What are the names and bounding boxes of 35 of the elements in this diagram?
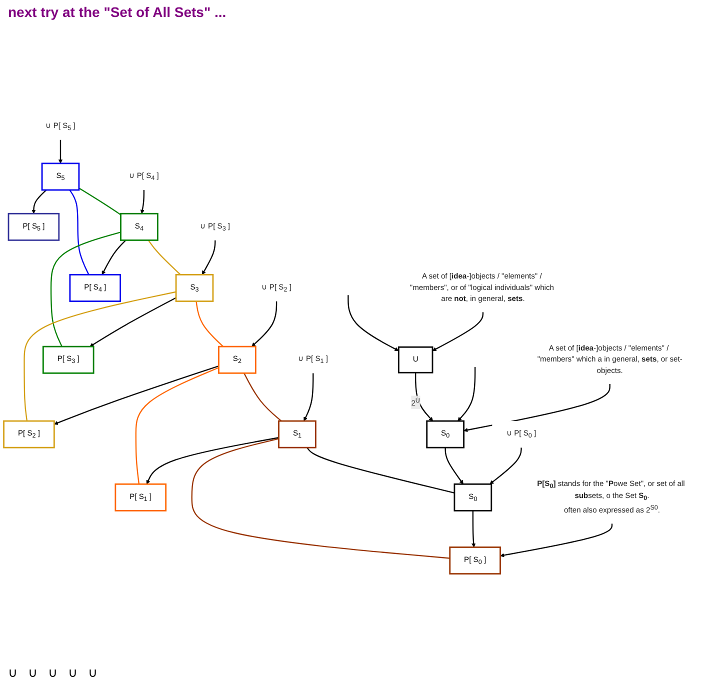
arrow: [202, 240, 216, 275]
arrow: [90, 297, 176, 347]
union-symbol: ∪: [28, 665, 38, 680]
connector: [78, 188, 122, 216]
arrow: [432, 312, 484, 352]
connector: [24, 291, 176, 422]
connector: [196, 301, 224, 347]
arrow: [146, 437, 279, 484]
connector: [306, 447, 455, 494]
arrow: [58, 140, 63, 164]
arrow: [472, 510, 476, 548]
connector: [50, 232, 121, 347]
connector: [244, 372, 282, 422]
connector: [135, 367, 219, 484]
arrow: [444, 448, 464, 484]
arrow: [464, 384, 610, 432]
union-symbol: ∪: [68, 665, 78, 680]
arrow: [140, 190, 145, 214]
arrow: [458, 366, 476, 422]
connector: [191, 438, 450, 559]
arrow: [102, 240, 126, 275]
arrow: [348, 295, 399, 352]
arrow: [304, 373, 314, 422]
connector: [69, 190, 90, 275]
title: next try at the "Set of All Sets" ...: [7, 3, 228, 22]
arrow: [32, 190, 47, 214]
union-symbol: ∪: [8, 665, 18, 680]
arrow: [414, 372, 434, 422]
arrow: [500, 524, 613, 558]
arrow: [252, 301, 278, 347]
union-symbol: ∪: [88, 665, 98, 680]
connector: [148, 240, 181, 276]
arrow: [54, 365, 219, 425]
arrow: [490, 448, 522, 484]
union-symbol: ∪: [48, 665, 58, 680]
